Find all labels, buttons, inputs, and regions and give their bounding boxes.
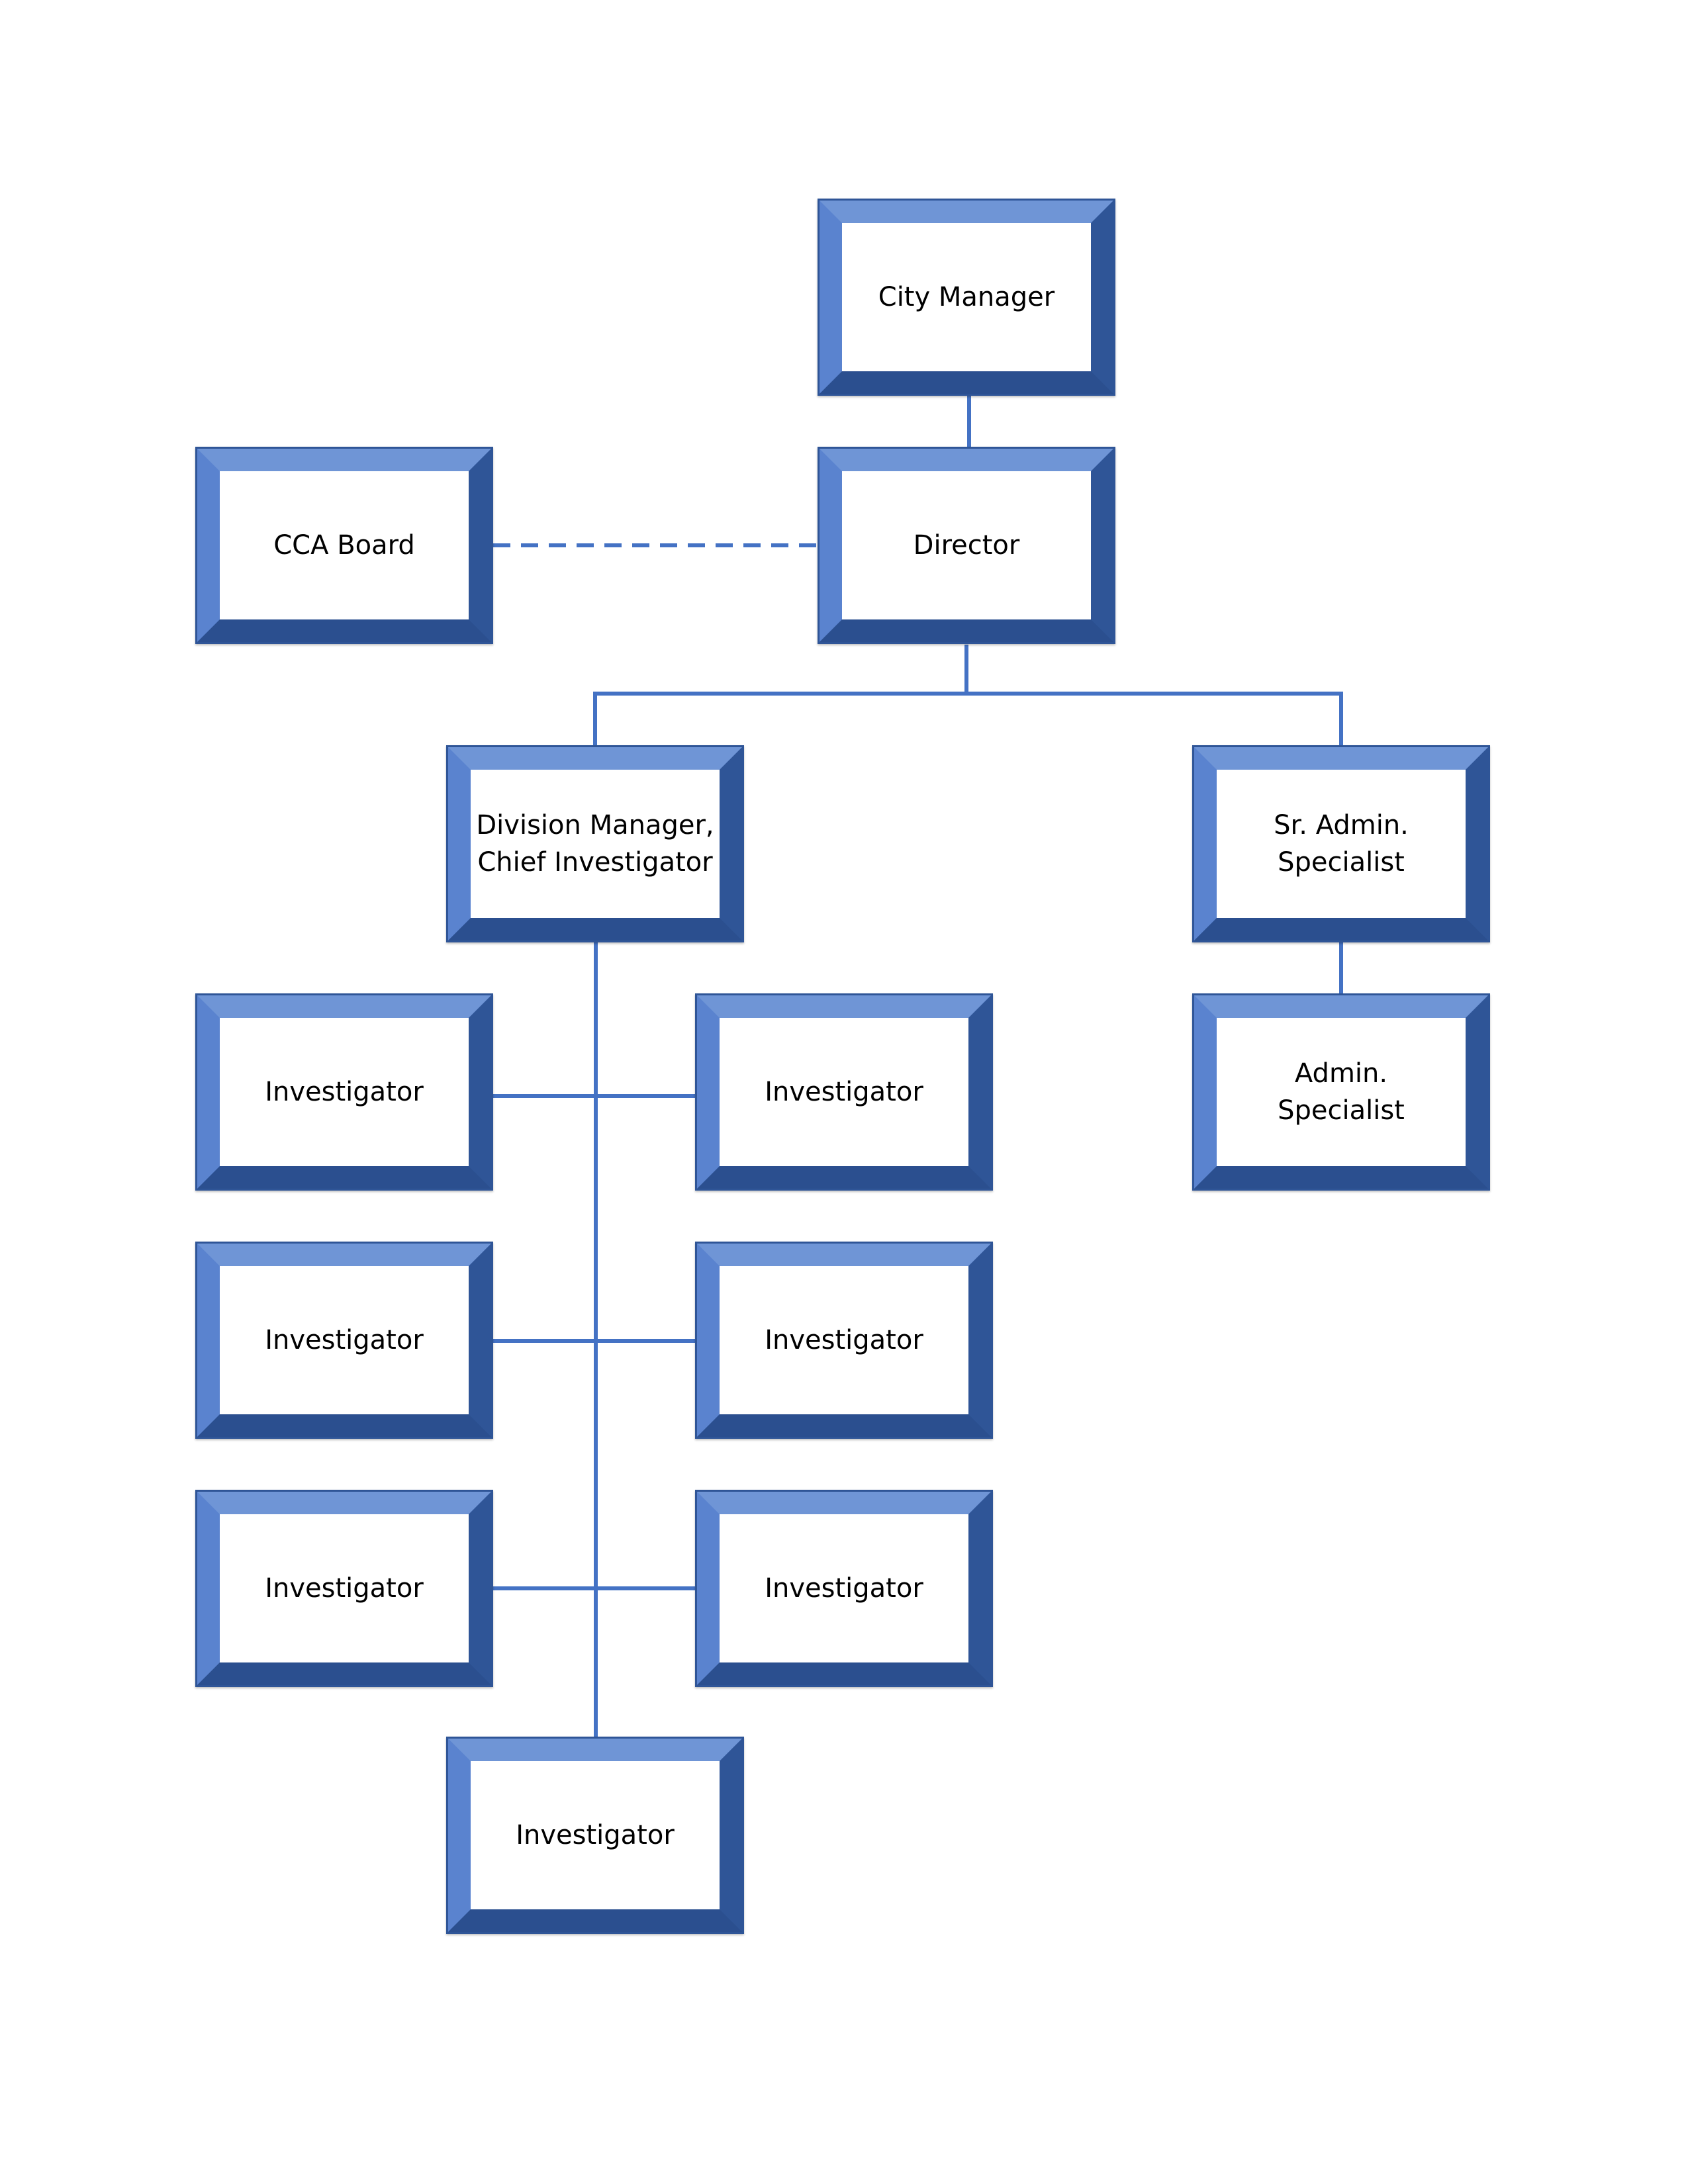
node-division-manager: Division Manager, Chief Investigator [446, 745, 744, 942]
node-city-manager: City Manager [818, 199, 1115, 396]
node-investigator-label: Investigator [265, 1077, 424, 1107]
node-investigator: Investigator [446, 1737, 744, 1934]
node-sr-admin-specialist: Sr. Admin. Specialist [1192, 745, 1490, 942]
node-investigator: Investigator [195, 993, 493, 1191]
node-division-manager-label: Division Manager, Chief Investigator [476, 810, 714, 878]
node-investigator-label: Investigator [265, 1325, 424, 1355]
node-investigator-label: Investigator [765, 1077, 923, 1107]
node-investigator: Investigator [695, 1490, 993, 1687]
node-investigator: Investigator [195, 1242, 493, 1439]
node-investigator: Investigator [195, 1490, 493, 1687]
node-investigator: Investigator [695, 1242, 993, 1439]
node-director: Director [818, 447, 1115, 644]
node-city-manager-label: City Manager [878, 282, 1055, 312]
node-director-label: Director [913, 530, 1020, 561]
node-cca-board: CCA Board [195, 447, 493, 644]
node-admin-specialist-label: Admin. Specialist [1278, 1058, 1405, 1126]
node-investigator-label: Investigator [765, 1325, 923, 1355]
node-cca-board-label: CCA Board [273, 530, 415, 561]
node-investigator-label: Investigator [265, 1573, 424, 1604]
node-sr-admin-specialist-label: Sr. Admin. Specialist [1274, 810, 1409, 878]
node-investigator: Investigator [695, 993, 993, 1191]
node-investigator-label: Investigator [516, 1820, 675, 1850]
node-investigator-label: Investigator [765, 1573, 923, 1604]
node-admin-specialist: Admin. Specialist [1192, 993, 1490, 1191]
